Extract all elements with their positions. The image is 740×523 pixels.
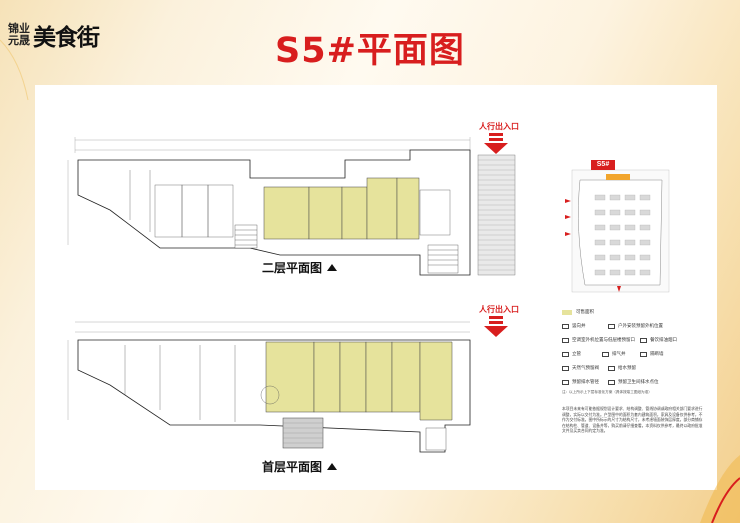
unit-2d [366, 177, 398, 240]
legend-note: 注：以上所示上下层标准化方案（具体按竣工图纸为准） [562, 390, 652, 394]
ground-floor-label-text: 首层平面图 [262, 460, 323, 474]
second-floor-label-text: 二层平面图 [262, 261, 323, 275]
shaft-icon [562, 323, 569, 329]
unit-1e [391, 341, 421, 413]
ground-floor-other-units [124, 345, 280, 422]
unit-2b [308, 186, 343, 240]
legend-item-11: 预留卫生间排水点位 [608, 379, 659, 385]
brand-small-text: 锦业 元晟 [8, 23, 30, 47]
ground-floor-entrance-arrow [484, 316, 508, 337]
second-floor-dimensions [67, 137, 471, 245]
site-highlight [606, 174, 630, 180]
unit-2e [396, 177, 420, 240]
legend-item-7: 隔断墙 [640, 351, 664, 357]
triangle-icon [327, 264, 338, 271]
entrance-label-second: 人行出入口 [479, 122, 519, 131]
brand-logo: 锦业 元晟 美食街 [8, 18, 100, 52]
site-key-map [565, 169, 670, 293]
second-floor-label: 二层平面图 [262, 259, 338, 276]
partition-icon [640, 351, 647, 357]
corner-decoration [0, 39, 740, 523]
legend-item-1: 竖向井 [562, 323, 586, 329]
legend-item-2: 户外安装预留外机位置 [608, 323, 663, 329]
legend-label: 排气井 [612, 351, 626, 356]
unit-1a [265, 341, 315, 413]
page-title: S5#平面图 [275, 31, 465, 71]
unit-1d [365, 341, 393, 413]
ground-floor-label: 首层平面图 [262, 458, 338, 475]
second-floor-stairs [234, 224, 459, 274]
legend-label: 天然气预留阀 [572, 365, 599, 370]
legend-item-3: 空调室外机位置与低层楼预留口 [562, 337, 635, 343]
legend-label: 给水预留 [618, 365, 636, 370]
ground-floor-sellable-units [265, 341, 453, 421]
second-floor-entrance-arrow [484, 133, 508, 154]
drain-icon [562, 379, 569, 385]
pipe-icon [562, 351, 569, 357]
site-tag: S5# [591, 160, 615, 170]
legend-label: 隔断墙 [650, 351, 664, 356]
ground-floor-dimensions [67, 321, 470, 420]
vent-icon [602, 351, 609, 357]
second-floor-sellable-units [263, 177, 420, 240]
legend-label: 竖向井 [572, 323, 586, 328]
legend-label: 预留排水管径 [572, 379, 599, 384]
gas-valve-icon [562, 365, 569, 371]
toilet-drain-icon [608, 379, 615, 385]
unit-1f [419, 341, 453, 421]
ac-unit-icon [608, 323, 615, 329]
legend-item-4: 餐饮排油烟口 [640, 337, 677, 343]
legend-label: 立管 [572, 351, 581, 356]
water-supply-icon [608, 365, 615, 371]
ground-floor-stair-block [282, 417, 447, 451]
legend-label: 可售面积 [576, 309, 594, 314]
legend-item-10: 预留排水管径 [562, 379, 599, 385]
brand-line1: 锦业 [8, 22, 30, 35]
entrance-label-ground: 人行出入口 [479, 305, 519, 314]
legend-label: 预留卫生间排水点位 [618, 379, 659, 384]
legend-item-9: 给水预留 [608, 365, 636, 371]
second-floor-walkway [477, 154, 516, 276]
brand-line2: 元晟 [8, 34, 30, 47]
brand-name: 美食街 [33, 25, 100, 51]
legend-label: 空调室外机位置与低层楼预留口 [572, 337, 635, 342]
legend-item-8: 天然气预留阀 [562, 365, 599, 371]
unit-2c [341, 186, 368, 240]
legend-label: 户外安装预留外机位置 [618, 323, 663, 328]
triangle-icon [327, 463, 338, 470]
exhaust-icon [640, 337, 647, 343]
sellable-swatch [562, 309, 572, 315]
ac-outlet-icon [562, 337, 569, 343]
legend-sellable: 可售面积 [562, 309, 594, 315]
legend-item-6: 排气井 [602, 351, 626, 357]
second-floor-other-units [129, 170, 451, 238]
disclaimer-text: 本项目未来有可能依据规划设计要求、结构调整、管线协调或政府相关部门要求进行调整，… [562, 407, 703, 434]
legend-label: 餐饮排油烟口 [650, 337, 677, 342]
unit-1c [339, 341, 367, 413]
unit-1b [313, 341, 341, 413]
unit-2a [263, 186, 310, 240]
legend-item-5: 立管 [562, 351, 581, 357]
